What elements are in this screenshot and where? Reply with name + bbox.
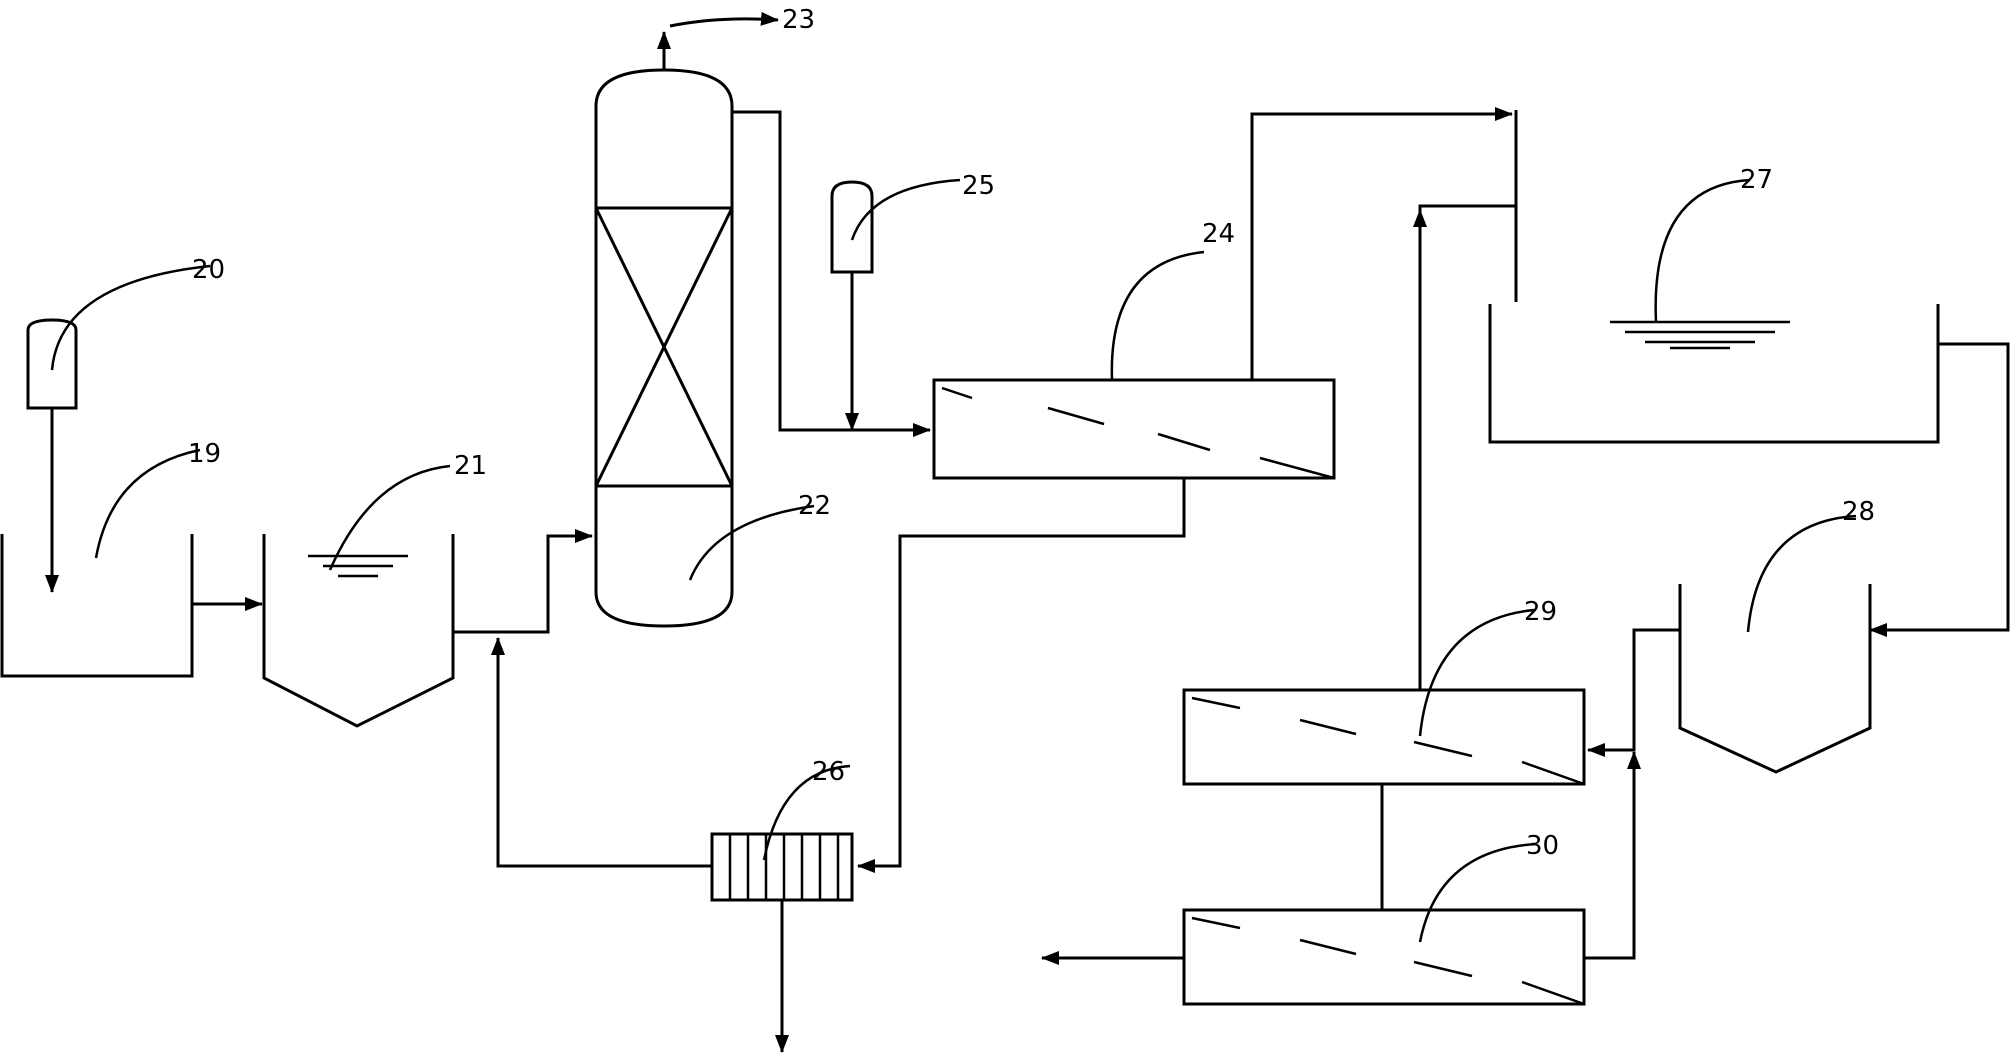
label-24: 24 — [1202, 219, 1235, 249]
label-28: 28 — [1842, 497, 1875, 527]
reactor-column-22 — [594, 11, 931, 628]
label-19: 19 — [188, 439, 221, 469]
filter-press-26 — [491, 637, 854, 1053]
dosing-vessel-20 — [26, 318, 78, 593]
leader-lines — [50, 178, 1857, 943]
dosing-vessel-25 — [830, 180, 874, 431]
settler-28 — [1587, 584, 1872, 774]
settling-tank-21 — [262, 529, 593, 728]
label-27: 27 — [1740, 165, 1773, 195]
label-20: 20 — [192, 255, 225, 285]
tank-19 — [0, 534, 263, 678]
membrane-unit-29 — [1182, 204, 1586, 910]
label-30: 30 — [1526, 831, 1559, 861]
number-labels: 20 19 21 22 23 24 25 26 27 28 29 30 — [188, 5, 1875, 861]
label-26: 26 — [812, 757, 845, 787]
membrane-unit-24 — [857, 107, 1513, 873]
label-23: 23 — [782, 5, 815, 35]
label-29: 29 — [1524, 597, 1557, 627]
label-21: 21 — [454, 451, 487, 481]
label-25: 25 — [962, 171, 995, 201]
basin-27 — [1488, 110, 2010, 637]
membrane-unit-30 — [1041, 751, 1641, 1006]
label-22: 22 — [798, 491, 831, 521]
